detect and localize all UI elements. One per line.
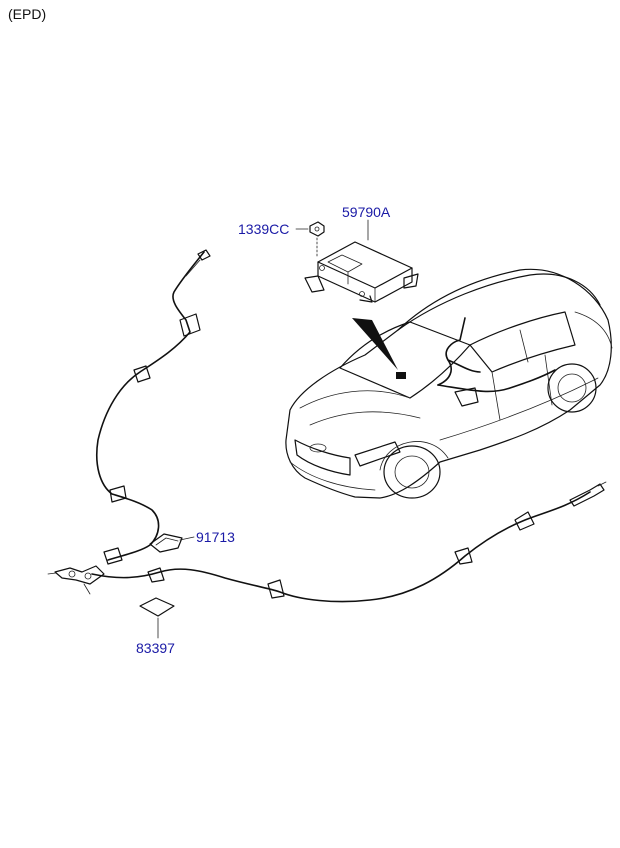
actuator-assembly [47, 547, 123, 595]
leader-lines [157, 219, 369, 639]
variant-header: (EPD) [8, 6, 47, 22]
left-parking-cable [96, 249, 211, 561]
epb-control-module [304, 241, 419, 303]
car-illustration [285, 268, 613, 499]
wiring-harness [437, 317, 556, 393]
callout-nut: 1339CC [238, 221, 290, 237]
right-parking-cable [91, 481, 607, 603]
module-location-pointer [352, 318, 406, 379]
callout-module: 59790A [342, 204, 391, 220]
callout-label: 83397 [136, 640, 175, 656]
nut-icon [309, 221, 325, 257]
label-icon [139, 597, 175, 617]
grommet-icon [149, 533, 183, 553]
callout-grommet: 91713 [196, 529, 235, 545]
